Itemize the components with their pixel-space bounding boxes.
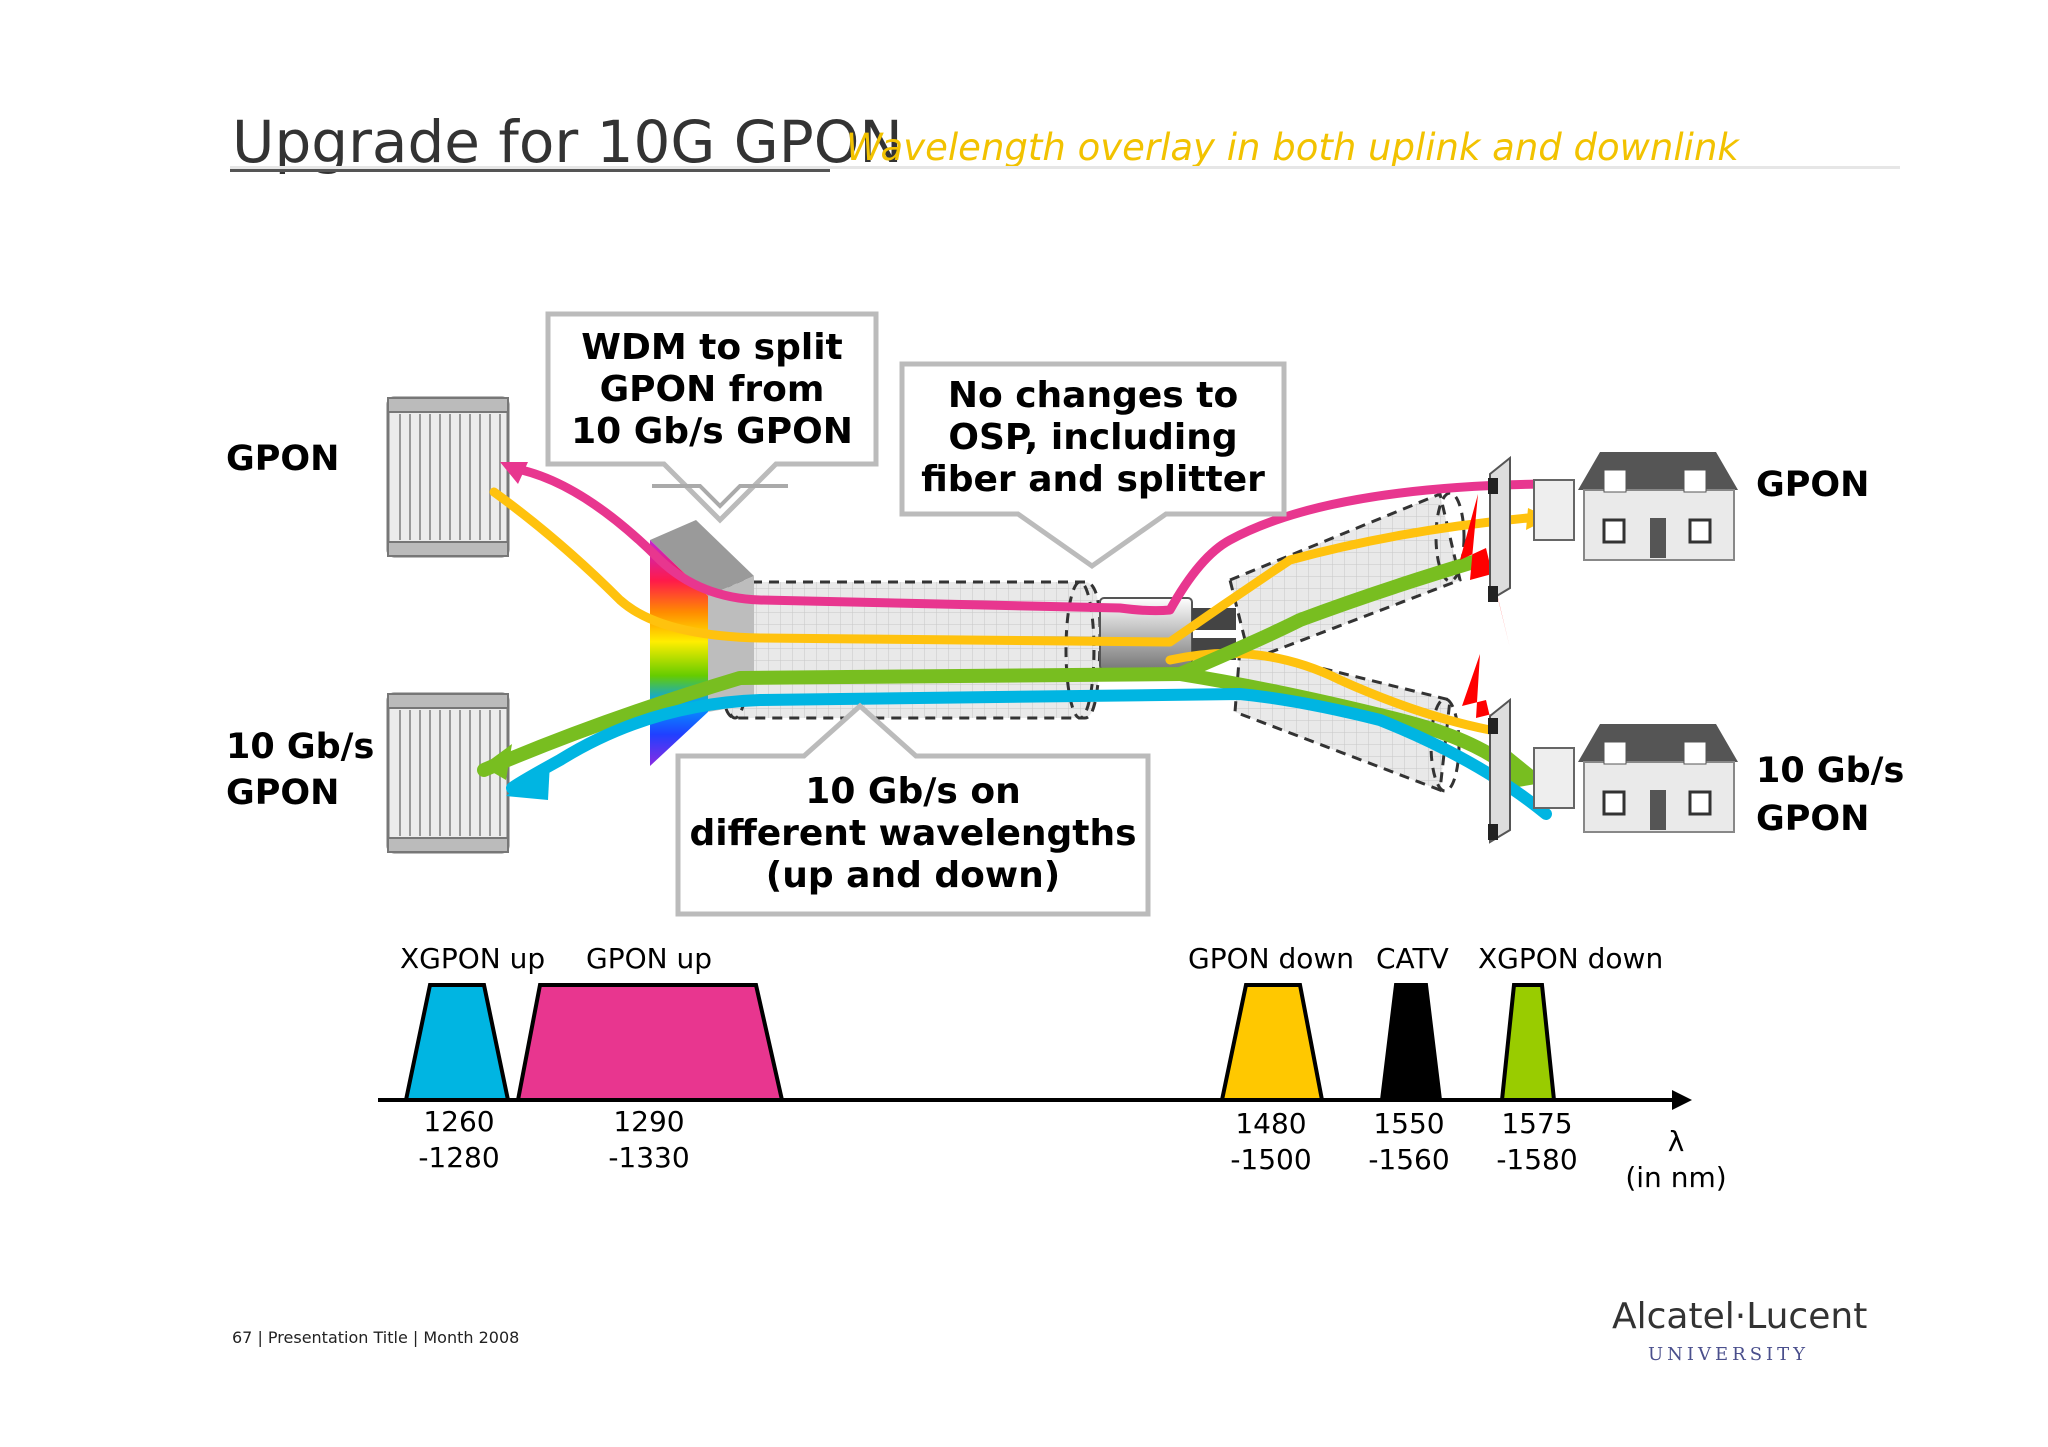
band-label-catv: CATV — [1376, 942, 1449, 975]
callout-wdm-box — [545, 311, 879, 524]
callout-wdm-line: WDM to split — [581, 327, 843, 368]
callout-osp-line: No changes to — [947, 375, 1239, 416]
band-gpon-down — [1219, 983, 1325, 1102]
callout-wavelengths-line: (up and down) — [765, 855, 1061, 896]
unit-text: (in nm) — [1625, 1161, 1727, 1194]
footer-text: 67 | Presentation Title | Month 2008 — [232, 1328, 520, 1347]
ont-xgpon — [1488, 697, 1575, 844]
band-range-line: -1500 — [1230, 1143, 1312, 1176]
band-range-line: 1480 — [1235, 1107, 1307, 1140]
olt-xgpon-cabinet — [386, 692, 510, 854]
gpon-down-path — [489, 487, 1533, 647]
callout-osp-line: OSP, including — [948, 417, 1238, 458]
callout-wdm-line: 10 Gb/s GPON — [571, 411, 853, 452]
band-range-gpon-up: 1290 -1330 — [590, 1104, 708, 1176]
band-range-line: 1550 — [1373, 1107, 1445, 1140]
olt-xgpon-arrowhead — [482, 744, 512, 780]
lambda-symbol: λ — [1667, 1125, 1685, 1158]
band-range-gpon-down: 1480 -1500 — [1212, 1106, 1330, 1178]
alcatel-lucent-logo: Alcatel·Lucent — [1612, 1296, 1868, 1337]
lightning-icon — [1460, 494, 1510, 760]
callout-wavelengths-line: 10 Gb/s on — [805, 771, 1021, 812]
band-range-line: 1575 — [1501, 1107, 1573, 1140]
band-range-line: 1290 — [613, 1105, 685, 1138]
band-label-xgpon-up: XGPON up — [400, 942, 546, 975]
band-gpon-up — [515, 983, 785, 1102]
xgpon-up-arrowhead — [506, 762, 550, 800]
label-left-gpon: GPON — [226, 439, 340, 479]
callout-wavelengths-box — [675, 702, 1151, 917]
house-gpon-icon — [1578, 452, 1738, 561]
title-rule — [230, 166, 1900, 169]
label-right-xgpon-line2: GPON — [1756, 799, 1870, 839]
xgpon-down-lower-path — [1173, 667, 1527, 783]
label-right-xgpon-line1: 10 Gb/s — [1756, 751, 1905, 791]
spectrum-axis-arrowhead — [1672, 1090, 1692, 1110]
band-catv — [1379, 983, 1443, 1102]
callout-wdm-text: WDM to split GPON from 10 Gb/s GPON — [560, 327, 864, 453]
slide-subtitle: Wavelength overlay in both uplink and do… — [846, 126, 1739, 169]
callout-osp-box — [899, 361, 1287, 570]
callout-wdm-line: GPON from — [599, 369, 825, 410]
band-range-line: -1330 — [608, 1141, 690, 1174]
band-range-catv: 1550 -1560 — [1350, 1106, 1468, 1178]
band-xgpon-down — [1499, 983, 1557, 1102]
gpon-up-path — [507, 463, 1555, 616]
gpon-up-arrowhead — [500, 462, 528, 484]
band-xgpon-up — [403, 983, 511, 1102]
house-xgpon-icon — [1578, 724, 1738, 833]
title-underline — [230, 169, 830, 172]
callout-osp-text: No changes to OSP, including fiber and s… — [912, 375, 1274, 501]
xgpon-down-path — [477, 553, 1487, 777]
band-label-xgpon-down: XGPON down — [1478, 942, 1664, 975]
band-range-xgpon-down: 1575 -1580 — [1478, 1106, 1596, 1178]
band-range-line: -1580 — [1496, 1143, 1578, 1176]
band-range-line: -1560 — [1368, 1143, 1450, 1176]
axis-unit-label: λ (in nm) — [1616, 1124, 1736, 1196]
band-range-xgpon-up: 1260 -1280 — [400, 1104, 518, 1176]
slide-title: Upgrade for 10G GPON — [232, 108, 903, 176]
band-label-gpon-up: GPON up — [586, 942, 712, 975]
logo-university: UNIVERSITY — [1648, 1344, 1810, 1365]
callout-wavelengths-text: 10 Gb/s on different wavelengths (up and… — [688, 771, 1138, 897]
callout-wavelengths-line: different wavelengths — [689, 813, 1137, 854]
label-left-xgpon-line1: 10 Gb/s — [226, 727, 375, 767]
xgpon-up-path — [506, 688, 1552, 820]
band-range-line: 1260 — [423, 1105, 495, 1138]
label-left-xgpon-line2: GPON — [226, 773, 340, 813]
band-label-gpon-down: GPON down — [1188, 942, 1355, 975]
ont-gpon — [1488, 455, 1575, 602]
label-right-gpon: GPON — [1756, 465, 1870, 505]
band-range-line: -1280 — [418, 1141, 500, 1174]
callout-osp-line: fiber and splitter — [921, 459, 1265, 500]
olt-gpon-cabinet — [386, 396, 510, 558]
